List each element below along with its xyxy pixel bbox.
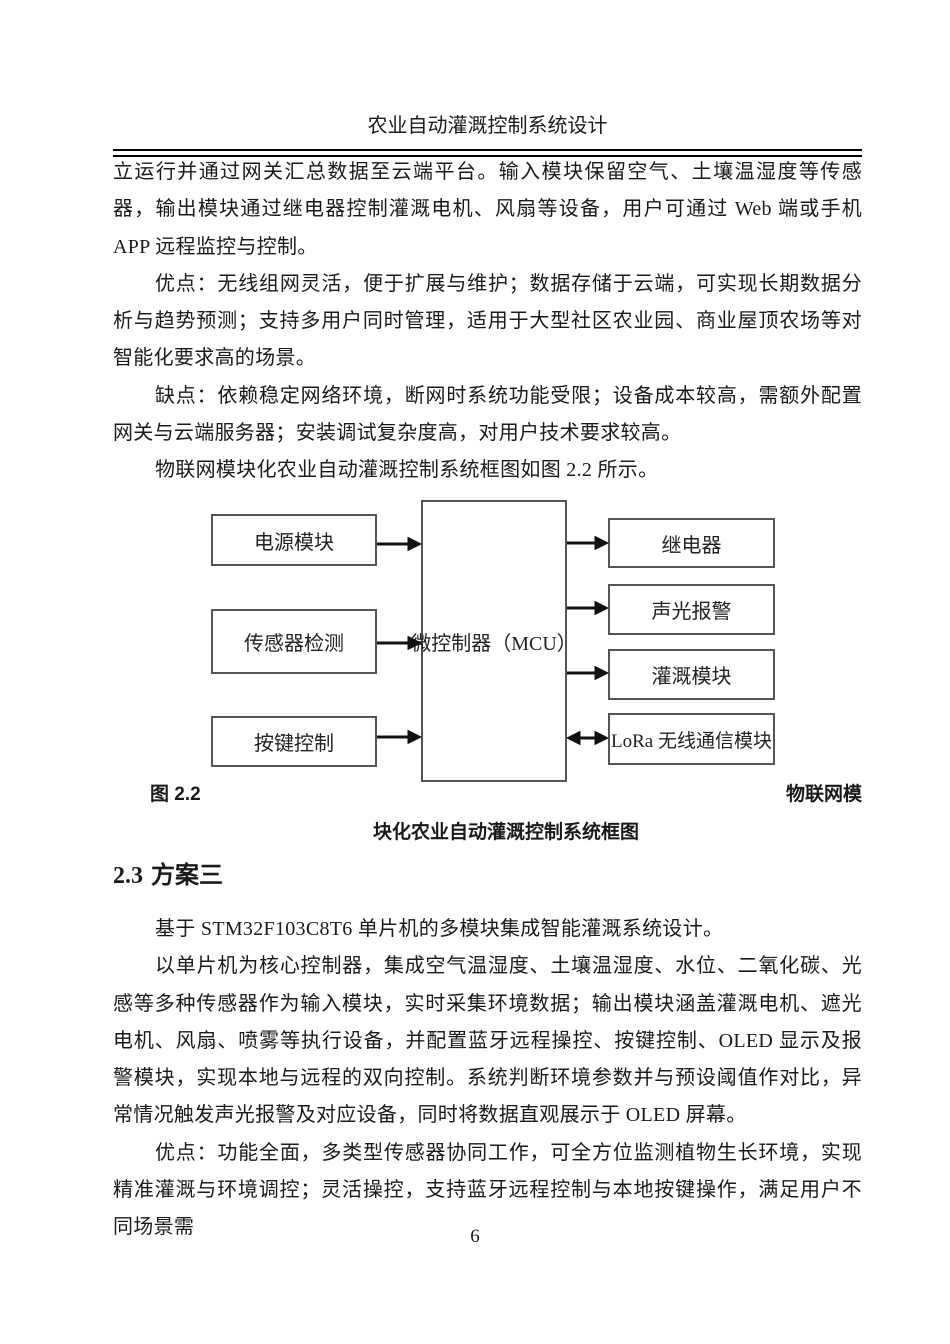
- diagram-box-label: 传感器检测: [244, 633, 344, 655]
- body-text-top: 立运行并通过网关汇总数据至云端平台。输入模块保留空气、土壤温湿度等传感器，输出模…: [113, 154, 862, 490]
- diagram-box-label: 灌溉模块: [651, 666, 732, 688]
- paragraph: 以单片机为核心控制器，集成空气温湿度、土壤温湿度、水位、二氧化碳、光感等多种传感…: [113, 955, 862, 1127]
- figure-caption-number: 图 2.2: [150, 784, 201, 805]
- section-heading-2-3: 2.3 方案三: [113, 859, 223, 893]
- section-number: 2.3: [113, 863, 143, 889]
- diagram-box-lora-module: LoRa 无线通信模块: [608, 713, 775, 765]
- arrow-mcu-to-irrigation: [567, 665, 610, 681]
- diagram-box-sound-light-alarm: 声光报警: [608, 584, 775, 635]
- section-title: 方案三: [151, 862, 223, 889]
- diagram-box-irrigation-module: 灌溉模块: [608, 649, 775, 700]
- arrow-sensor-to-mcu: [377, 635, 423, 651]
- diagram-box-sensor-detect: 传感器检测: [211, 609, 377, 674]
- figure-2-2-block-diagram: 电源模块 传感器检测 按键控制 微控制器（MCU） 继电器 声光报警 灌溉模块 …: [0, 500, 950, 800]
- diagram-box-label: 电源模块: [254, 531, 334, 554]
- arrow-power-to-mcu: [377, 536, 423, 552]
- arrow-mcu-to-alarm: [567, 600, 610, 616]
- diagram-box-label: 微控制器（MCU）: [411, 632, 577, 655]
- header-divider: [113, 149, 862, 157]
- figure-caption-fragment-right: 物联网模: [785, 784, 862, 805]
- diagram-box-label: LoRa 无线通信模块: [611, 730, 772, 752]
- diagram-box-label: 声光报警: [651, 601, 732, 623]
- body-text-bottom: 基于 STM32F103C8T6 单片机的多模块集成智能灌溉系统设计。 以单片机…: [113, 911, 862, 1247]
- page-number: 6: [470, 1226, 480, 1247]
- paragraph: 物联网模块化农业自动灌溉控制系统框图如图 2.2 所示。: [155, 459, 659, 482]
- arrow-key-to-mcu: [377, 729, 423, 745]
- diagram-arrows: [377, 535, 610, 746]
- diagram-box-label: 按键控制: [254, 733, 334, 755]
- diagram-box-power-module: 电源模块: [211, 514, 377, 566]
- paragraph: 优点：功能全面，多类型传感器协同工作，可全方位监测植物生长环境，实现精准灌溉与环…: [113, 1141, 862, 1239]
- figure-caption-line2: 块化农业自动灌溉控制系统框图: [372, 822, 639, 843]
- arrow-mcu-to-relay: [567, 535, 610, 551]
- page-header-title: 农业自动灌溉控制系统设计: [367, 115, 608, 137]
- arrow-mcu-lora-bidirectional: [565, 730, 610, 746]
- diagram-box-mcu: 微控制器（MCU）: [411, 500, 577, 782]
- diagram-box-label: 继电器: [661, 534, 722, 557]
- paragraph: 优点：无线组网灵活，便于扩展与维护；数据存储于云端，可实现长期数据分析与趋势预测…: [113, 272, 862, 370]
- paragraph: 缺点：依赖稳定网络环境，断网时系统功能受限；设备成本较高，需额外配置网关与云端服…: [113, 384, 862, 445]
- diagram-box-key-control: 按键控制: [211, 716, 377, 767]
- paragraph: 立运行并通过网关汇总数据至云端平台。输入模块保留空气、土壤温湿度等传感器，输出模…: [113, 161, 862, 258]
- paragraph: 基于 STM32F103C8T6 单片机的多模块集成智能灌溉系统设计。: [155, 918, 724, 940]
